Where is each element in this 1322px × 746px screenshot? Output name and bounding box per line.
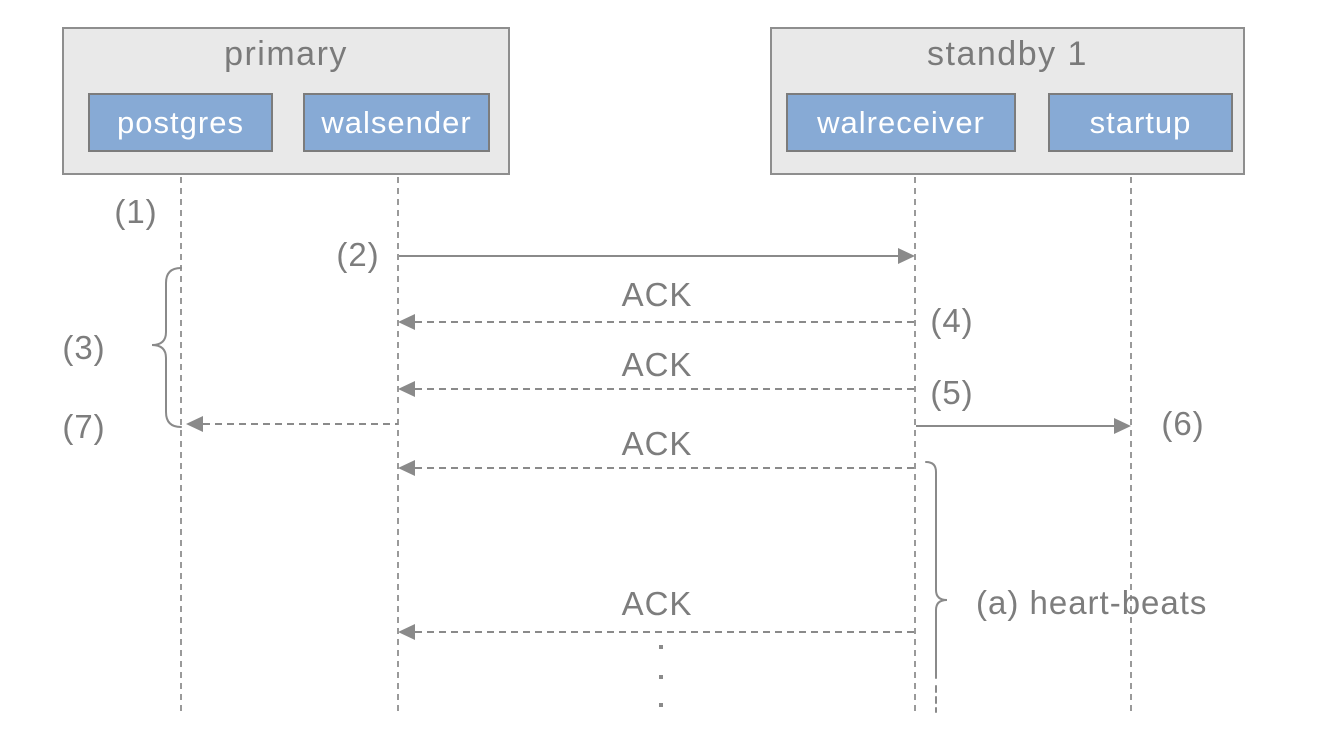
ack4-arrowhead-icon <box>398 624 415 640</box>
postgres-process-box: postgres <box>88 93 273 152</box>
ack1-arrow-line <box>415 321 915 323</box>
ack1-label: ACK <box>621 276 693 313</box>
commit-notify-arrowhead-icon <box>186 416 203 432</box>
walsender-lifeline <box>397 177 399 713</box>
ack2-arrowhead-icon <box>398 381 415 397</box>
step-4-label: (4) <box>930 302 974 339</box>
ack1-arrowhead-icon <box>398 314 415 330</box>
walsender-process-box: walsender <box>303 93 490 152</box>
wal-replay-arrow-line <box>916 425 1114 427</box>
ack2-label: ACK <box>621 346 693 383</box>
ack3-arrowhead-icon <box>398 460 415 476</box>
startup-process-box: startup <box>1048 93 1233 152</box>
postgres-process-label: postgres <box>117 104 244 140</box>
ack2-arrow-line <box>415 388 915 390</box>
primary-server-title: primary <box>224 35 348 73</box>
heartbeats-label: (a) heart-beats <box>976 584 1208 621</box>
walsender-process-label: walsender <box>321 104 472 140</box>
ack4-arrow-line <box>415 631 915 633</box>
step-1-label: (1) <box>114 193 158 230</box>
walreceiver-process-box: walreceiver <box>786 93 1016 152</box>
commit-notify-arrow-line <box>203 423 398 425</box>
ack3-label: ACK <box>621 425 693 462</box>
postgres-lifeline <box>180 177 182 713</box>
step-5-label: (5) <box>930 374 974 411</box>
startup-process-label: startup <box>1089 104 1192 140</box>
heartbeats-brace <box>925 461 948 713</box>
continuation-dot <box>659 675 663 679</box>
ack3-arrow-line <box>415 467 915 469</box>
step-6-label: (6) <box>1161 405 1205 442</box>
wal-stream-arrow-line <box>399 255 899 257</box>
step-3-label: (3) <box>62 329 106 366</box>
wal-stream-arrowhead-icon <box>898 248 915 264</box>
standby-server-title: standby 1 <box>927 35 1088 73</box>
wal-replay-arrowhead-icon <box>1114 418 1131 434</box>
startup-lifeline <box>1130 177 1132 713</box>
walreceiver-lifeline <box>914 177 916 713</box>
step3-brace <box>151 267 182 428</box>
step-7-label: (7) <box>62 408 106 445</box>
ack4-label: ACK <box>621 585 693 622</box>
step-2-label: (2) <box>336 236 380 273</box>
continuation-dot <box>659 703 663 707</box>
walreceiver-process-label: walreceiver <box>817 104 985 140</box>
continuation-dot <box>659 645 663 649</box>
